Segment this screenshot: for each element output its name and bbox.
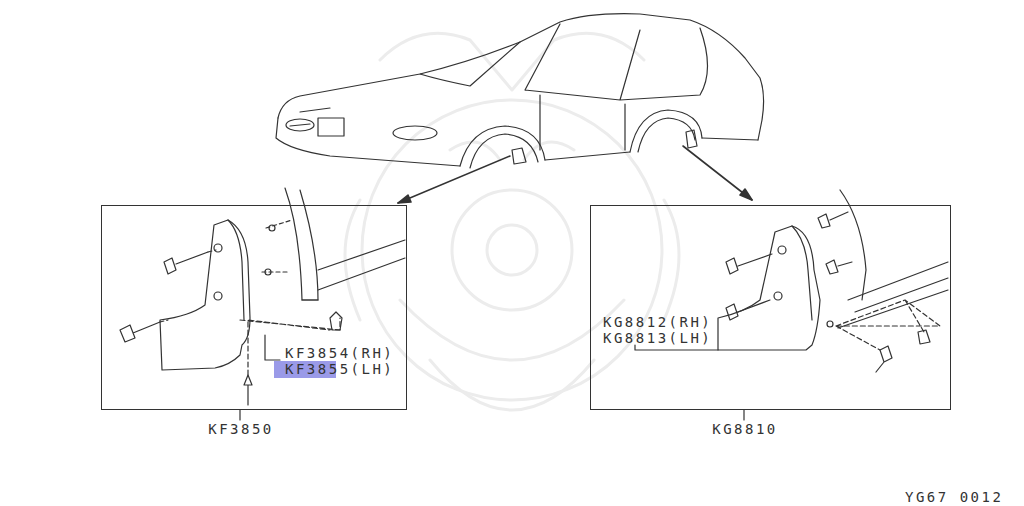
part-number: KF3855(LH) (285, 361, 394, 377)
leader-line (239, 410, 240, 420)
watermark (345, 33, 679, 410)
part-number: KG8812(RH) (603, 314, 712, 330)
figure-code: YG67 0012 (905, 489, 1003, 505)
front-mud-flap (120, 188, 405, 405)
part-number: KG8813(LH) (603, 330, 712, 346)
panel-box: KF3850 (101, 205, 407, 410)
panel-box: KG8810 (590, 205, 951, 410)
pointer-arrow (398, 146, 752, 203)
assembly-number: KG8810 (712, 421, 778, 437)
car-outline (276, 14, 764, 168)
assembly-number: KF3850 (208, 421, 274, 437)
part-number: KF3854(RH) (285, 345, 394, 361)
leader-line (743, 410, 744, 420)
